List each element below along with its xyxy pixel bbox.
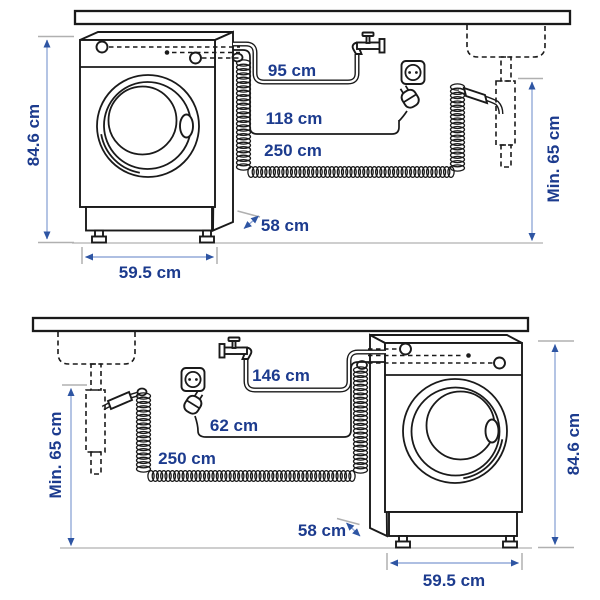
washing-machine [79, 30, 240, 244]
drain-hose-connector [106, 390, 134, 411]
min-drain-height-label: Min. 65 cm [46, 412, 65, 499]
door-handle [484, 418, 500, 444]
power-plug-icon [183, 391, 204, 415]
adjustable-foot [395, 535, 411, 549]
machine-top-face [369, 334, 523, 344]
machine-side-face [212, 30, 234, 232]
door [402, 378, 508, 484]
min-drain-height-dimension: Min. 65 cm [518, 77, 563, 241]
drain-hose [231, 52, 504, 179]
water-supply-hose [233, 41, 360, 85]
supply-hose-length-label: 95 cm [268, 61, 316, 80]
drain-trap [495, 56, 516, 168]
power-cord [197, 361, 386, 438]
min-drain-height-label: Min. 65 cm [544, 116, 563, 203]
power-cord-length-label: 62 cm [210, 416, 258, 435]
machine-base [85, 206, 213, 232]
adjustable-foot [199, 229, 215, 244]
sink [57, 332, 136, 475]
indicator-dot [164, 50, 170, 55]
adjustable-foot [502, 535, 518, 549]
drain-hose-coil-horizontal [147, 469, 356, 483]
drain-hose-coil-vertical [235, 59, 252, 171]
machine-base [388, 511, 518, 537]
width-dimension-label: 59.5 cm [423, 571, 485, 590]
height-dimension-label: 84.6 cm [564, 413, 583, 475]
drain-hose-coil-vertical [449, 83, 466, 172]
countertop [73, 9, 572, 26]
drain-hose-length-label: 250 cm [158, 449, 216, 468]
drain-hose-coil-vertical [352, 366, 369, 474]
drain-hose-length-label: 250 cm [264, 141, 322, 160]
bottom-panel: 84.6 cm 59.5 cm 58 cm Min. 65 cm 146 cm … [31, 316, 583, 590]
drain-hose-coil-horizontal [247, 165, 455, 179]
top-panel: 84.6 cm 59.5 cm 58 cm Min. 65 cm 95 cm 1… [24, 9, 572, 282]
width-dimension-label: 59.5 cm [119, 263, 181, 282]
machine-top-face [79, 31, 234, 41]
drain-trap [85, 363, 106, 475]
drain-hose [101, 360, 369, 483]
door-handle [179, 113, 194, 139]
control-knob [399, 342, 412, 356]
width-dimension: 59.5 cm [386, 553, 523, 590]
supply-hose-length-label: 146 cm [252, 366, 310, 385]
control-knob [493, 356, 506, 370]
power-cord-length-label: 118 cm [266, 109, 323, 128]
power-outlet-icon [400, 60, 426, 85]
drain-hose-connector [462, 86, 489, 105]
sink [466, 25, 546, 168]
depth-dimension-label: 58 cm [261, 216, 309, 235]
min-drain-height-dimension: Min. 65 cm [46, 384, 87, 546]
machine-front-face [79, 39, 216, 208]
indicator-dot [466, 353, 471, 358]
depth-dimension-label: 58 cm [298, 521, 346, 540]
depth-dimension: 58 cm [237, 210, 309, 235]
power-outlet-icon [180, 367, 206, 392]
water-tap-icon [351, 31, 386, 55]
door [96, 74, 200, 178]
height-dimension-label: 84.6 cm [24, 104, 43, 166]
drain-hose-coil-vertical [135, 392, 152, 473]
control-knob [95, 40, 109, 54]
height-dimension: 84.6 cm [538, 340, 583, 549]
washing-machine [368, 333, 523, 549]
water-tap-icon [218, 336, 253, 360]
adjustable-foot [91, 229, 107, 244]
power-cord [233, 49, 400, 135]
countertop [31, 316, 530, 333]
power-plug-icon [399, 85, 420, 109]
height-dimension: 84.6 cm [24, 35, 74, 244]
water-supply-hose [243, 349, 386, 393]
depth-dimension: 58 cm [298, 517, 361, 540]
control-knob [189, 51, 202, 65]
width-dimension: 59.5 cm [81, 247, 218, 282]
